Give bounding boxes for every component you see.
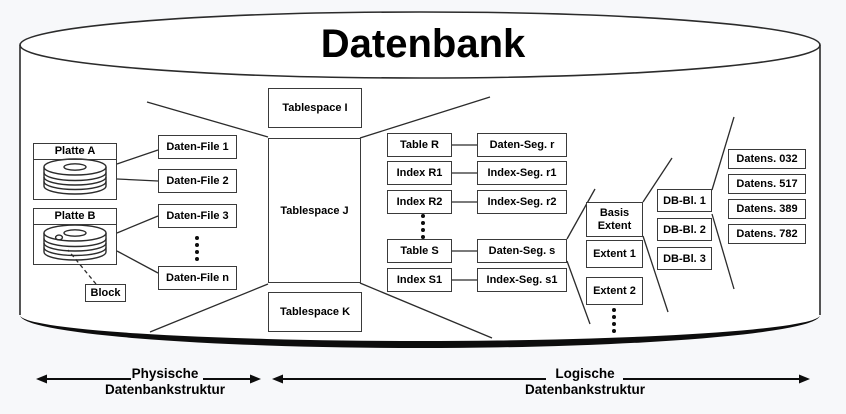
disk-b-icon <box>43 224 107 261</box>
index-s1-box: Index S1 <box>387 268 452 292</box>
block-box: Block <box>85 284 126 302</box>
funnel-left-lower <box>149 283 269 333</box>
record-517-box: Datens. 517 <box>728 174 806 194</box>
dots-extents <box>612 308 616 333</box>
physical-structure-line2: Datenbankstruktur <box>104 381 226 397</box>
data-file-3-box: Daten-File 3 <box>158 204 237 228</box>
db-block-2-box: DB-Bl. 2 <box>657 218 712 241</box>
connector-lines <box>67 96 735 339</box>
index-r1-box: Index R1 <box>387 161 452 185</box>
physical-structure-line1: Physische <box>131 366 199 381</box>
legend-arrows <box>36 374 810 384</box>
fan-extent-lower <box>642 235 669 313</box>
tablespace-i-box: Tablespace I <box>268 88 362 128</box>
disk-block-marker <box>54 234 64 241</box>
extent-2-box: Extent 2 <box>586 277 643 305</box>
db-block-3-box: DB-Bl. 3 <box>657 247 712 270</box>
extent-1-box: Extent 1 <box>586 240 643 268</box>
physical-structure-label: Physische Datenbankstruktur <box>100 366 230 397</box>
logical-structure-label: Logische Datenbankstruktur <box>510 366 660 397</box>
database-title: Datenbank <box>320 22 526 66</box>
dots-data-files <box>195 236 199 261</box>
line-diskA-file1 <box>116 149 159 165</box>
fan-dbblock-lower <box>711 213 735 290</box>
disk-a-label: Platte A <box>34 144 116 160</box>
table-r-box: Table R <box>387 133 452 157</box>
index-r2-box: Index R2 <box>387 190 452 214</box>
disk-b-label: Platte B <box>34 209 116 225</box>
record-389-box: Datens. 389 <box>728 199 806 219</box>
line-diskB-file3 <box>116 215 159 234</box>
line-diskB-fileN <box>116 250 159 274</box>
daten-seg-s-box: Daten-Seg. s <box>477 239 567 263</box>
index-seg-r1-box: Index-Seg. r1 <box>477 161 567 185</box>
fan-dbblock-upper <box>711 116 735 191</box>
basis-extent-box: Basis Extent <box>586 202 643 237</box>
record-782-box: Datens. 782 <box>728 224 806 244</box>
index-seg-s1-box: Index-Seg. s1 <box>477 268 567 292</box>
fan-tablespace-lower <box>359 282 493 339</box>
data-file-2-box: Daten-File 2 <box>158 169 237 193</box>
physical-structure-arrow <box>36 374 261 384</box>
logical-structure-line2: Datenbankstruktur <box>524 381 646 397</box>
index-seg-r2-box: Index-Seg. r2 <box>477 190 567 214</box>
daten-seg-r-box: Daten-Seg. r <box>477 133 567 157</box>
data-file-n-box: Daten-File n <box>158 266 237 290</box>
logical-structure-arrow <box>272 374 810 384</box>
dots-tables <box>421 214 425 239</box>
db-block-1-box: DB-Bl. 1 <box>657 189 712 212</box>
tablespace-j-box: Tablespace J <box>268 138 361 283</box>
line-diskA-file2 <box>116 178 159 182</box>
tablespace-k-box: Tablespace K <box>268 292 362 332</box>
data-file-1-box: Daten-File 1 <box>158 135 237 159</box>
logical-structure-line1: Logische <box>555 366 615 381</box>
ellipsis-dots <box>195 214 616 333</box>
funnel-left-upper <box>146 101 269 138</box>
record-032-box: Datens. 032 <box>728 149 806 169</box>
disk-a-box: Platte A <box>33 143 117 200</box>
disk-b-box: Platte B <box>33 208 117 265</box>
table-s-box: Table S <box>387 239 452 263</box>
line-block-pointer-dashed <box>67 249 97 285</box>
fan-segment-upper <box>566 188 596 240</box>
fan-extent-upper <box>642 157 673 203</box>
fan-segment-lower <box>566 260 591 325</box>
cylinder-bottom-shadow <box>20 315 820 348</box>
disk-a-icon <box>43 158 107 195</box>
fan-tablespace-upper <box>359 96 491 139</box>
